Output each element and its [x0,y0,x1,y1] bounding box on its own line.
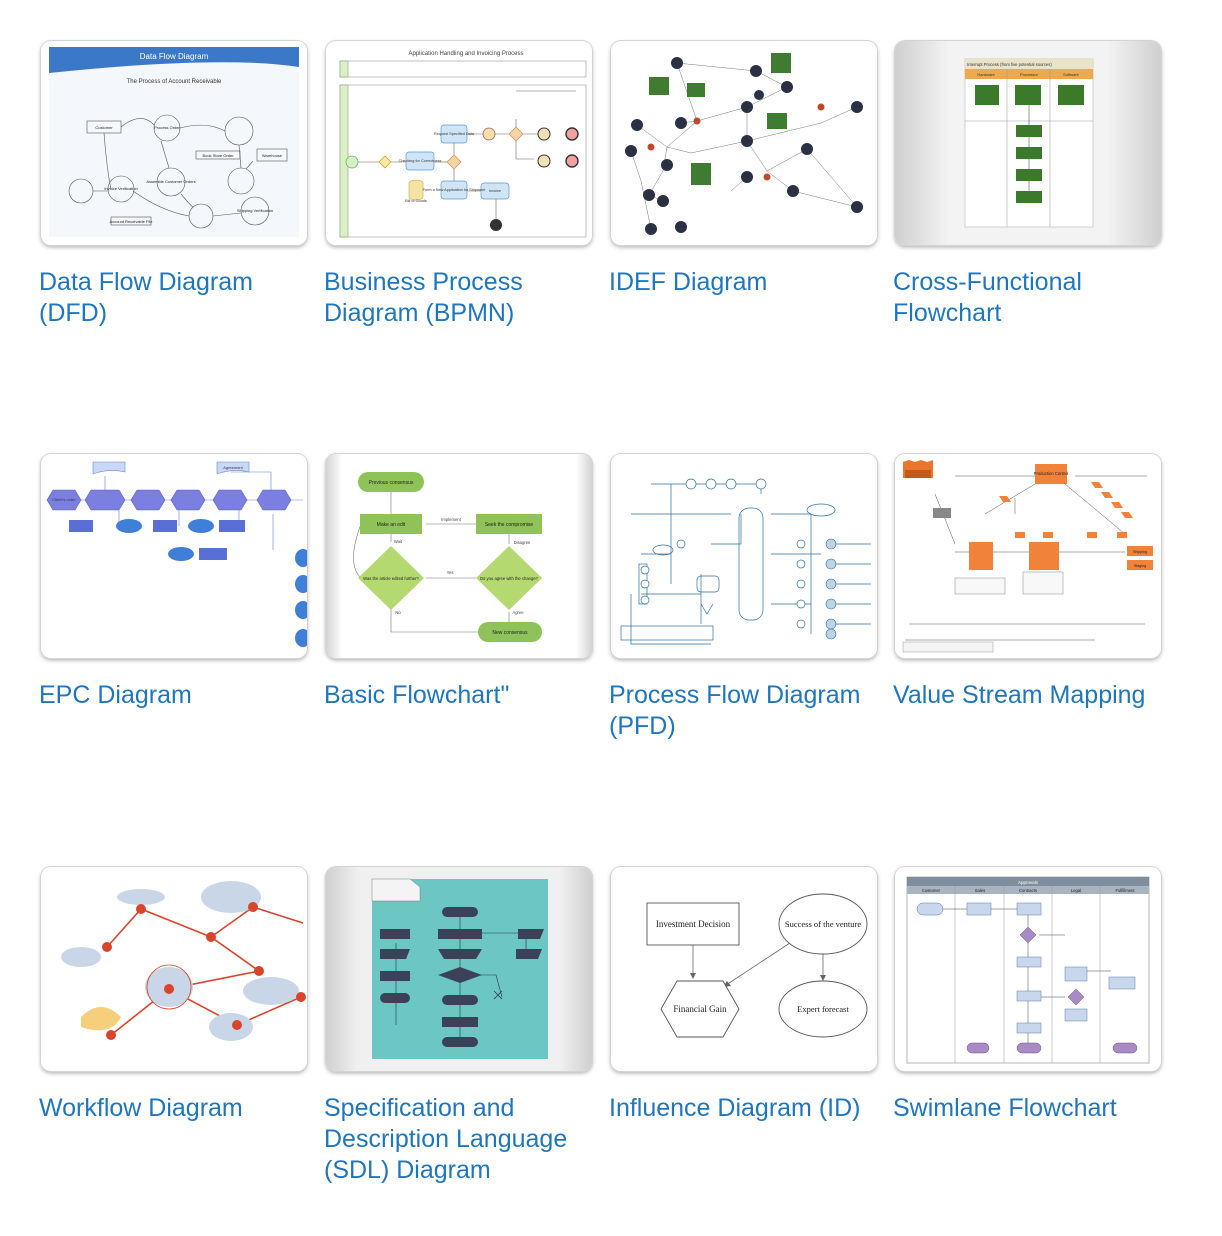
bf-label-0: Implement [441,517,461,522]
card-title-pfd[interactable]: Process Flow Diagram (PFD) [609,681,861,740]
dfd-node-0: Customer [95,125,113,130]
influence-thumbnail[interactable]: Investment Decision Success of the ventu… [611,867,877,1071]
swimlane-thumbnail-image: Approvals Customer Sales Contracts Legal… [895,867,1161,1071]
epc-thumbnail[interactable]: Client's order Agreement [41,454,307,658]
sw-lane-4: Fulfillment [1115,888,1135,893]
bf-label-2: Disagree [514,540,531,545]
sw-lane-2: Contracts [1019,888,1037,893]
influence-thumbnail-image: Investment Decision Success of the ventu… [611,867,877,1071]
dfd-thumbnail[interactable]: Data Flow Diagram The Process of Account… [41,41,307,245]
sdl-thumbnail-image [326,867,592,1071]
sw-lane-0: Customer [922,888,941,893]
pfd-thumbnail[interactable] [611,454,877,658]
cf-col-0: Hardware [977,72,995,77]
sw-lane-1: Sales [975,888,985,893]
bpmn-node-1: Request Specified Data [434,132,475,136]
cf-col-1: Processor [1020,72,1039,77]
bpmn-thumbnail[interactable]: Application Handling and Invoicing Proce… [326,41,592,245]
value-stream-thumbnail[interactable]: Production Control Shipping Staging [895,454,1161,658]
dfd-node-5: Invoice Verification [104,186,137,191]
sw-header: Approvals [1018,880,1039,885]
cf-col-2: Software [1063,72,1080,77]
epc-thumbnail-image: Client's order Agreement [41,454,307,658]
id-node-0: Investment Decision [656,919,731,929]
bf-label-4: No [395,610,401,615]
idef-thumbnail[interactable] [611,41,877,245]
bpmn-thumbnail-image: Application Handling and Invoicing Proce… [326,41,592,245]
pfd-thumbnail-image [611,454,877,658]
dfd-header: Data Flow Diagram [140,52,209,61]
dfd-node-3: Warehouse [262,153,283,158]
bf-node-4: Do you agree with the change? [480,576,539,581]
card-title-workflow[interactable]: Workflow Diagram [39,1094,243,1122]
basic-flowchart-thumbnail[interactable]: Previous consensus Make an edit Seek the… [326,454,592,658]
bf-label-1: Wait [394,539,403,544]
epc-node-1: Agreement [223,465,243,470]
id-node-3: Expert forecast [797,1004,849,1014]
card-title-influence[interactable]: Influence Diagram (ID) [609,1094,861,1122]
dfd-node-2: Book Store Order [202,153,234,158]
dfd-node-6: Account Receivable File [110,219,154,224]
vsm-node-0: Production Control [1034,471,1069,476]
basic-flowchart-thumbnail-image: Previous consensus Make an edit Seek the… [326,454,592,658]
card-title-dfd[interactable]: Data Flow Diagram (DFD) [39,268,253,327]
workflow-thumbnail[interactable] [41,867,307,1071]
sw-lane-3: Legal [1071,888,1081,893]
id-node-1: Success of the venture [785,919,861,929]
id-node-2: Financial Gain [673,1004,727,1014]
bf-label-3: Yes [447,570,454,575]
dfd-node-4: Assemble Customer Orders [146,179,195,184]
bf-node-2: Seek the compromise [485,522,534,528]
card-title-value-stream[interactable]: Value Stream Mapping [893,681,1146,709]
vsm-node-1: Shipping [1133,550,1147,554]
vsm-node-2: Staging [1134,564,1146,568]
bpmn-node-2: Form a New Application for Shipment [423,188,487,192]
swimlane-thumbnail[interactable]: Approvals Customer Sales Contracts Legal… [895,867,1161,1071]
bf-node-0: Previous consensus [369,480,414,486]
bf-node-3: Was the article edited further? [363,576,419,581]
card-title-basic-flowchart[interactable]: Basic Flowchart" [324,681,510,709]
card-title-epc[interactable]: EPC Diagram [39,681,192,709]
cross-functional-thumbnail[interactable]: Interrupt Process (from five potential s… [895,41,1161,245]
cf-header: Interrupt Process (from five potential s… [967,62,1052,67]
idef-thumbnail-image [611,41,877,245]
value-stream-thumbnail-image: Production Control Shipping Staging [895,454,1161,658]
epc-node-0: Client's order [52,497,76,502]
bf-node-5: New consensus [492,630,528,636]
dfd-node-1: Process Order [154,125,180,130]
card-title-cross-functional[interactable]: Cross-Functional Flowchart [893,268,1082,327]
dfd-thumbnail-image: Data Flow Diagram The Process of Account… [41,41,307,245]
bf-label-5: Agree [512,610,524,615]
card-title-bpmn[interactable]: Business Process Diagram (BPMN) [324,268,523,327]
card-title-swimlane[interactable]: Swimlane Flowchart [893,1094,1117,1122]
bpmn-header: Application Handling and Invoicing Proce… [408,51,523,57]
bf-node-1: Make an edit [377,522,406,528]
card-title-sdl[interactable]: Specification and Description Language (… [324,1094,568,1184]
bpmn-node-0: Checking for Correctness [399,159,442,163]
cross-functional-thumbnail-image: Interrupt Process (from five potential s… [895,41,1161,245]
card-title-idef[interactable]: IDEF Diagram [609,268,768,296]
dfd-subtitle: The Process of Account Receivable [127,79,222,85]
workflow-thumbnail-image [41,867,307,1071]
bpmn-node-4: Bill of Goods [405,199,427,203]
bpmn-node-3: Invoice [489,189,501,193]
dfd-node-7: Shipping Verification [237,208,273,213]
sdl-thumbnail[interactable] [326,867,592,1071]
